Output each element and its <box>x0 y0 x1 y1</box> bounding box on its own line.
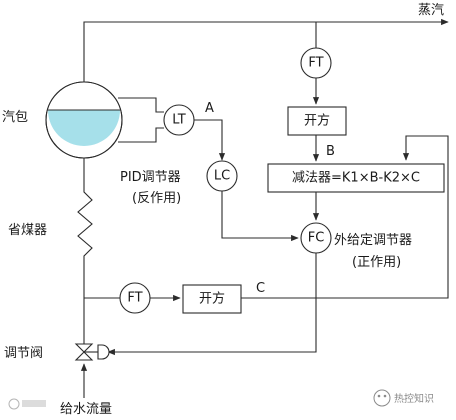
sqrt-block-top: 开方 <box>287 106 347 136</box>
level-transmitter: LT <box>163 104 195 136</box>
fc-mode-label: (正作用) <box>352 255 401 270</box>
feedwater-label: 给水流量 <box>60 402 112 417</box>
steam-pipe <box>83 18 449 82</box>
level-controller: LC <box>206 160 238 192</box>
signal-a <box>194 119 226 161</box>
pid-mode-label: (反作用) <box>132 191 181 206</box>
signal-a-label: A <box>205 101 214 116</box>
steam-label: 蒸汽 <box>418 3 444 18</box>
lt-impulse-bottom <box>118 127 164 143</box>
watermark-left-logo <box>8 398 46 410</box>
lt-impulse-top <box>118 97 164 113</box>
lt-tag: LT <box>172 113 185 128</box>
feedwater-flow-transmitter: FT <box>119 282 151 314</box>
ft-water-tag: FT <box>127 291 142 306</box>
subtractor-label: 减法器=K1×B-K2×C <box>292 171 420 186</box>
control-valve <box>74 343 110 361</box>
subtractor-block: 减法器=K1×B-K2×C <box>267 163 445 193</box>
signal-b-label: B <box>326 144 335 159</box>
fc-label: 外给定调节器 <box>334 233 412 248</box>
sqrt-block-bottom: 开方 <box>182 284 242 314</box>
drum-label: 汽包 <box>2 110 28 125</box>
economizer-pipe <box>77 158 93 344</box>
pid-label: PID调节器 <box>120 170 181 185</box>
lc-tag: LC <box>214 169 230 184</box>
steam-flow-transmitter: FT <box>300 47 332 79</box>
economizer-label: 省煤器 <box>8 223 47 238</box>
ft-steam-tag: FT <box>308 56 323 71</box>
watermark-right: 热控知识 <box>373 389 434 407</box>
watermark-right-text: 热控知识 <box>394 392 434 405</box>
signal-c <box>241 135 449 299</box>
fc-tag: FC <box>308 231 325 246</box>
fc-output <box>107 253 317 356</box>
lc-to-fc <box>221 191 299 242</box>
sqrt-bottom-label: 开方 <box>199 291 225 307</box>
valve-label: 调节阀 <box>4 346 43 361</box>
signal-c-label: C <box>256 281 265 296</box>
drum-water <box>48 110 120 146</box>
flow-controller: FC <box>300 222 332 254</box>
sqrt-top-label: 开方 <box>304 113 330 129</box>
steam-drum <box>45 81 123 159</box>
valve-actuator <box>97 344 110 360</box>
